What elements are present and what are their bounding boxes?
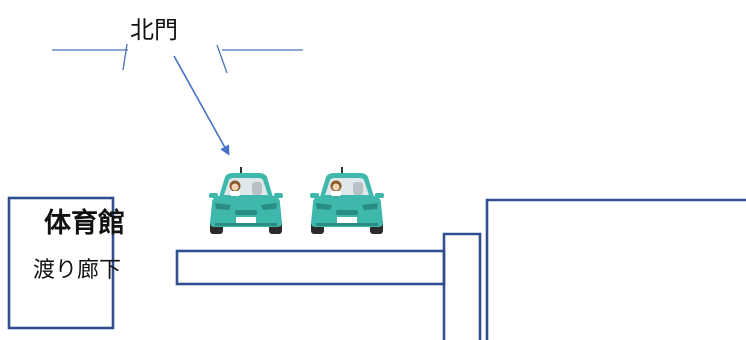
corridor-walkway bbox=[175, 249, 446, 286]
north-gate-label: 北門 bbox=[130, 16, 178, 44]
direction-arrow bbox=[173, 55, 230, 156]
gymnasium-building bbox=[7, 196, 115, 330]
corridor-connector bbox=[442, 232, 482, 340]
gate-post-left bbox=[122, 43, 128, 71]
gate-post-right bbox=[216, 44, 228, 74]
taxi-icon bbox=[310, 167, 384, 234]
gymnasium-label: 体育館 bbox=[44, 207, 125, 239]
corridor-label: 渡り廊下 bbox=[33, 258, 121, 283]
taxi-icon bbox=[209, 167, 283, 234]
main-building bbox=[485, 198, 746, 340]
north-gate: 北門 bbox=[52, 16, 303, 74]
